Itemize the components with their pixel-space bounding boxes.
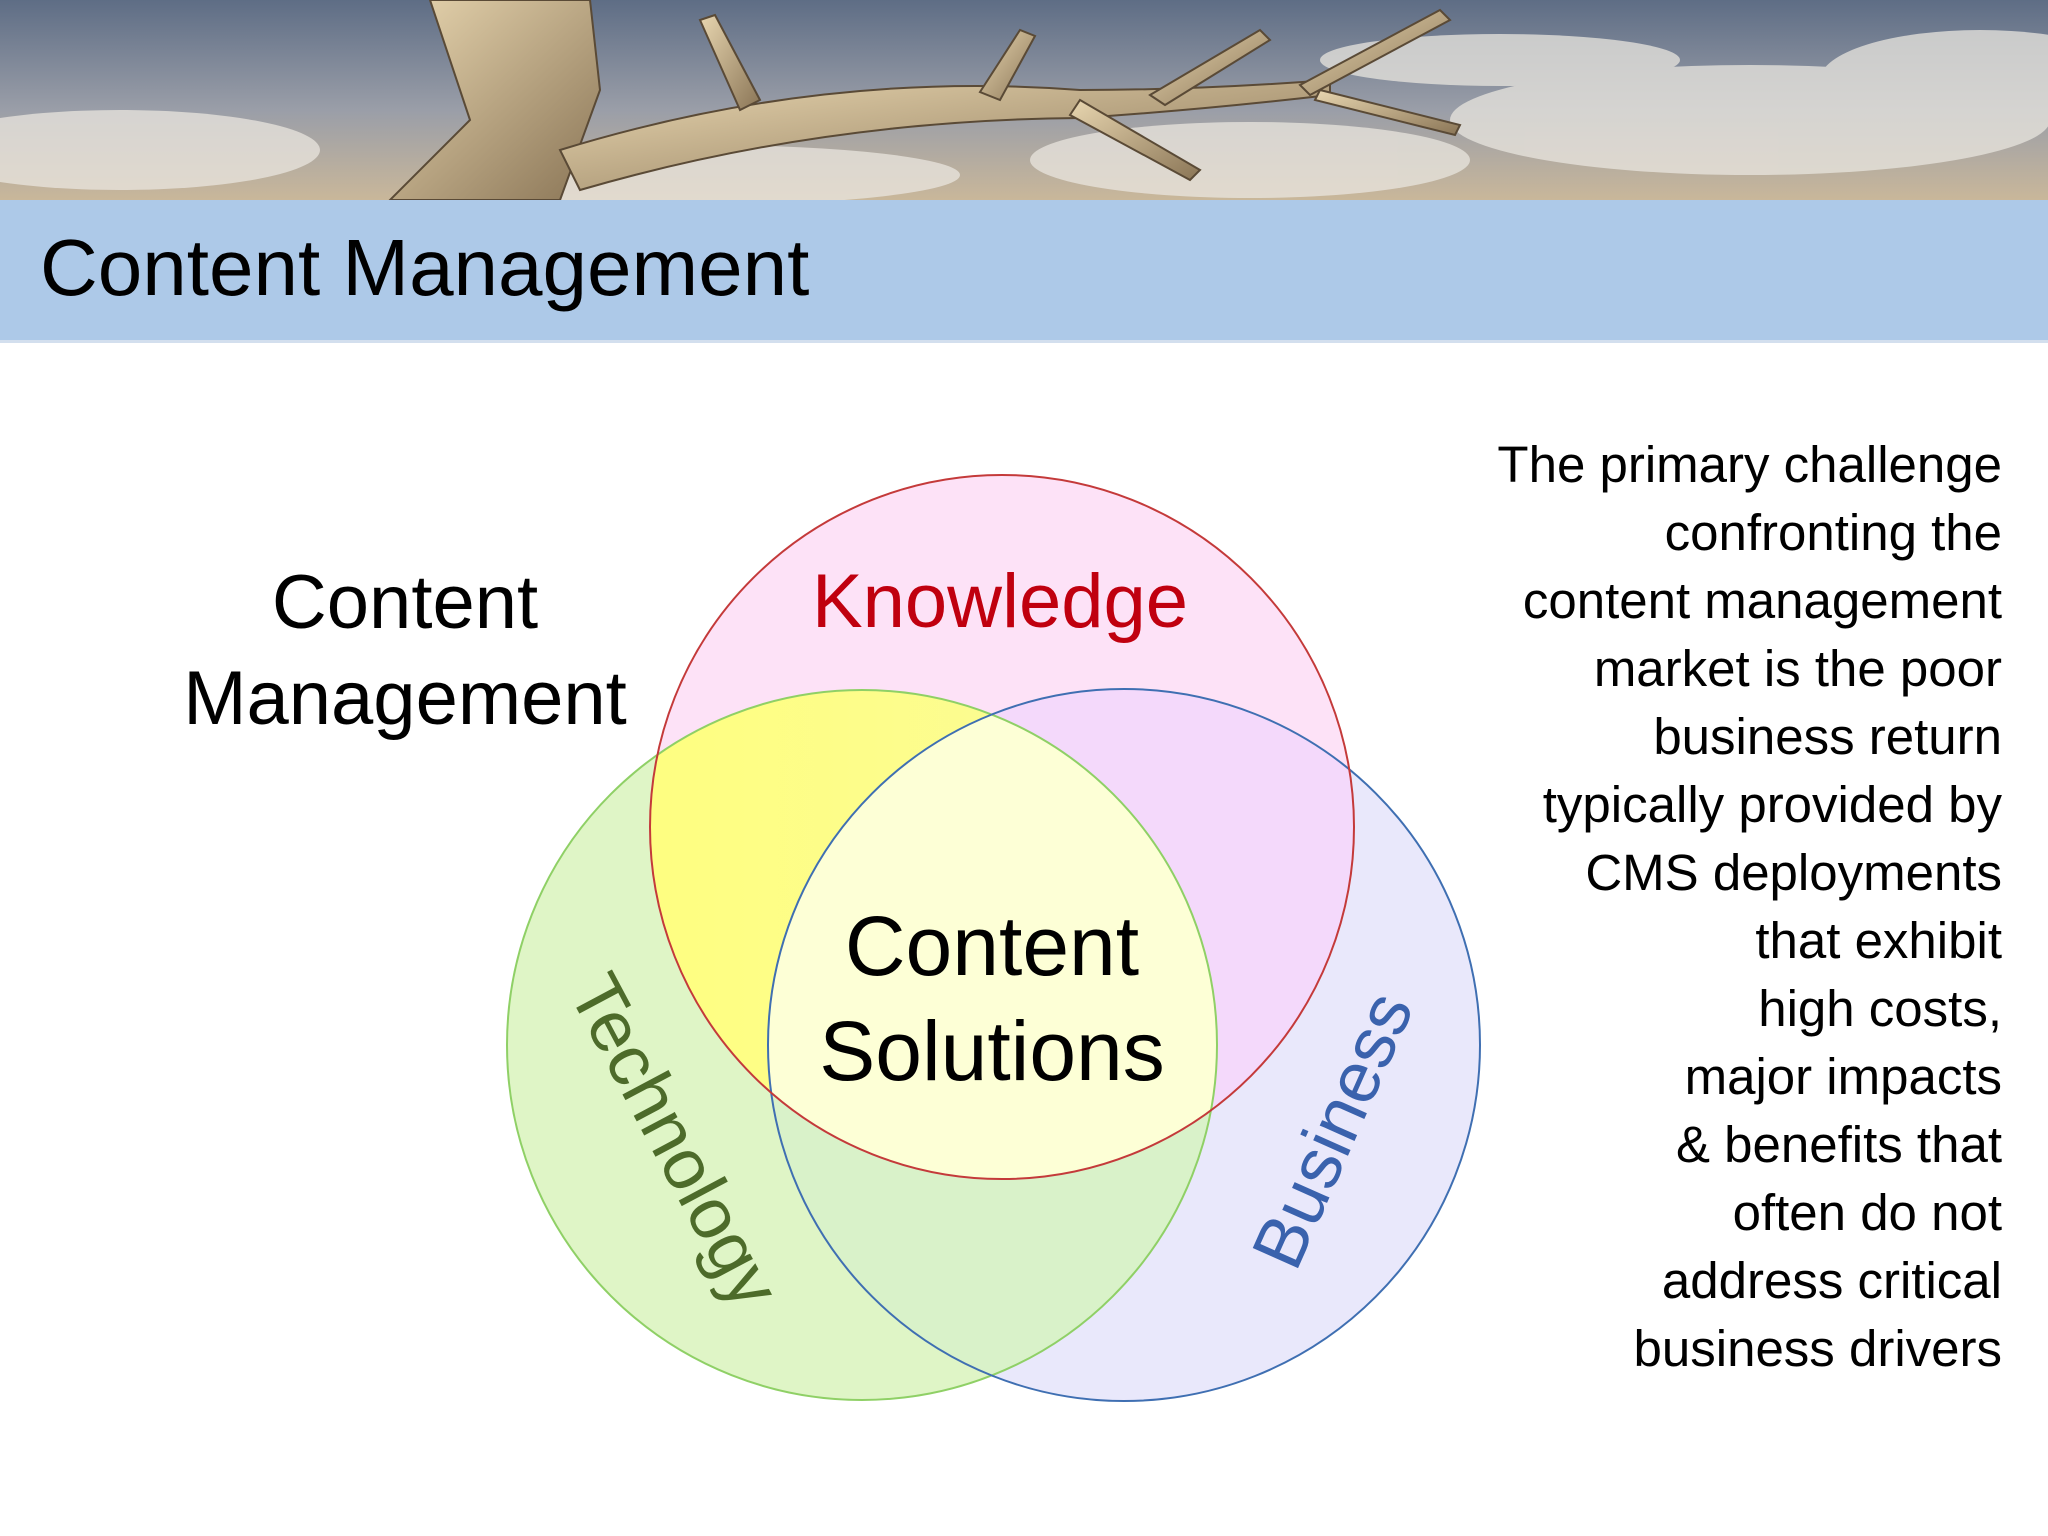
description-line: often do not [1732, 1184, 2002, 1241]
knowledge-outline [649, 474, 1355, 1180]
title-bar [0, 200, 2048, 343]
description-line: CMS deployments [1585, 844, 2002, 901]
description-text: The primary challenge confronting the co… [1380, 431, 2002, 1383]
description-line: content management [1522, 572, 2002, 629]
description-line: & benefits that [1675, 1116, 2002, 1173]
description-line: market is the poor [1593, 640, 2002, 697]
description-line: The primary challenge [1497, 436, 2002, 493]
content-management-label: Content Management [140, 555, 670, 747]
description-line: business drivers [1633, 1320, 2002, 1377]
tree-branches [388, 0, 1462, 200]
description-line: that exhibit [1755, 912, 2002, 969]
description-line: major impacts [1684, 1048, 2002, 1105]
slide-title: Content Management [40, 223, 810, 312]
side-label-line-2: Management [183, 656, 627, 741]
knowledge-label: Knowledge [812, 559, 1188, 644]
description-line: business return [1653, 708, 2002, 765]
center-label-line-2: Solutions [819, 1004, 1165, 1098]
side-label-line-1: Content [271, 560, 539, 645]
description-line: address critical [1661, 1252, 2002, 1309]
technology-outline [506, 689, 1218, 1401]
center-label-line-1: Content [845, 899, 1139, 993]
center-overlap [768, 690, 1217, 1179]
description-line: typically provided by [1542, 776, 2002, 833]
banner-photo [0, 0, 2048, 200]
description-line: high costs, [1758, 980, 2002, 1037]
description-line: confronting the [1664, 504, 2002, 561]
business-outline [767, 688, 1481, 1402]
